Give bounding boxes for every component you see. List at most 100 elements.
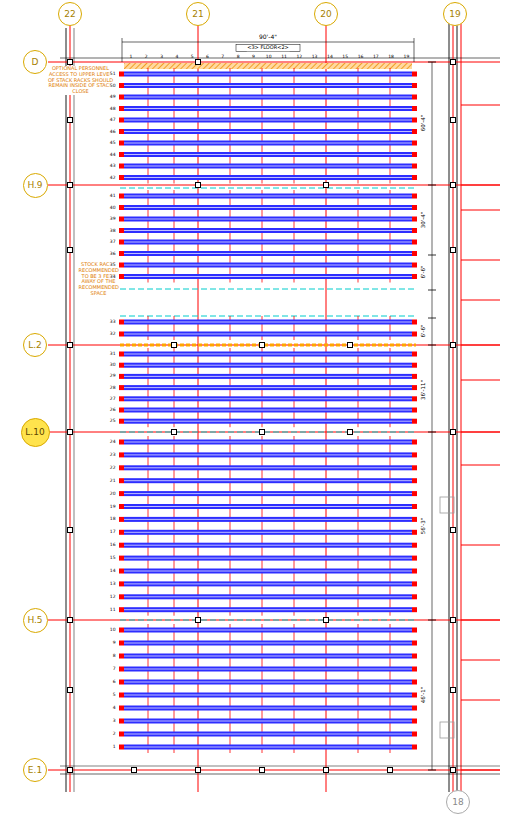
rack-beam-gap [124,506,412,507]
row-number: 36 [109,251,116,256]
aisle-boundary [120,316,416,317]
row-number: 29 [109,374,116,379]
rack-beam [124,72,412,77]
row-number: 23 [109,452,116,457]
rack-row [119,719,417,724]
rack-beam-gap [124,230,412,231]
wall-stub [461,210,500,211]
row-number: 17 [109,530,116,535]
rack-end [119,263,124,268]
rack-upright [358,190,359,283]
rack-upright [174,190,175,283]
wall-stub [461,345,500,346]
rack-end [119,205,124,210]
wall-line [60,774,500,775]
column [68,248,73,253]
rack-beam-gap [124,387,412,388]
row-number: 46 [109,129,116,134]
rack-end [412,594,417,599]
column [324,618,329,623]
rack-row [119,594,417,599]
row-number: 39 [109,217,116,222]
dimension-tick [414,38,415,62]
dimension-tick [428,185,436,186]
rack-end [412,240,417,245]
rack-beam-gap [124,656,412,657]
rack-beam-gap [124,166,412,167]
bay-number: 13 [311,54,318,59]
column [451,528,456,533]
rack-beam [124,332,412,337]
column [68,618,73,623]
row-number: 31 [109,352,116,357]
rack-rows [119,68,417,753]
rack-beam-gap [124,265,412,266]
aisle-boundary [120,344,416,347]
rack-end [119,641,124,646]
row-number: 5 [112,693,116,698]
rack-row [119,543,417,548]
rack-end [412,141,417,146]
rack-end [119,530,124,535]
rack-beam [124,581,412,586]
row-number: 34 [109,274,116,279]
floor-tag-box [236,45,300,52]
rack-upright [294,436,295,616]
dimension-tick [428,432,436,433]
rack-end [412,175,417,180]
row-number: 51 [109,72,116,77]
rack-row [119,164,417,169]
rack-beam [124,543,412,548]
rack-upright [262,436,263,616]
rack-beam-gap [124,643,412,644]
rack-beam [124,408,412,413]
rack-beam [124,680,412,685]
row-number: 22 [109,465,116,470]
grid-line [48,770,500,771]
column [196,60,201,65]
rack-beam [124,106,412,111]
rack-beam [124,164,412,169]
rack-beam [124,693,412,698]
dimension-text: 6'-6" [420,265,426,279]
rack-beam [124,491,412,496]
rack-end [119,607,124,612]
rack-end [119,363,124,368]
rack-row [119,732,417,737]
rack-beam-gap [124,253,412,254]
rack-end [412,667,417,672]
rack-end [119,385,124,390]
column [388,768,393,773]
rack-end [119,693,124,698]
door-symbol [440,497,454,513]
rack-row [119,385,417,390]
rack-beam-gap [124,630,412,631]
rack-upright [294,190,295,283]
rack-upright [358,436,359,616]
rack-row [119,569,417,574]
rack-end [412,530,417,535]
rack-row [119,641,417,646]
rack-beam-gap [124,609,412,610]
grid-bubble: H.9 [23,173,48,198]
rack-beam [124,263,412,268]
bay-number: 11 [281,54,288,59]
row-number: 10 [109,628,116,633]
grid-line [48,345,500,346]
rack-end [412,217,417,222]
bay-number: 3 [160,54,164,59]
rack-end [412,517,417,522]
column [260,768,265,773]
rack-beam-gap [124,410,412,411]
row-number: 14 [109,569,116,574]
rack-end [412,504,417,509]
row-number: 27 [109,396,116,401]
dimension-text: 56'-3" [420,517,426,535]
rack-end [412,152,417,157]
rack-beam-gap [124,571,412,572]
grid-line [48,432,500,433]
rack-end [119,83,124,88]
rack-row [119,205,417,210]
grid-label: 21 [192,10,203,19]
row-number: 20 [109,491,116,496]
